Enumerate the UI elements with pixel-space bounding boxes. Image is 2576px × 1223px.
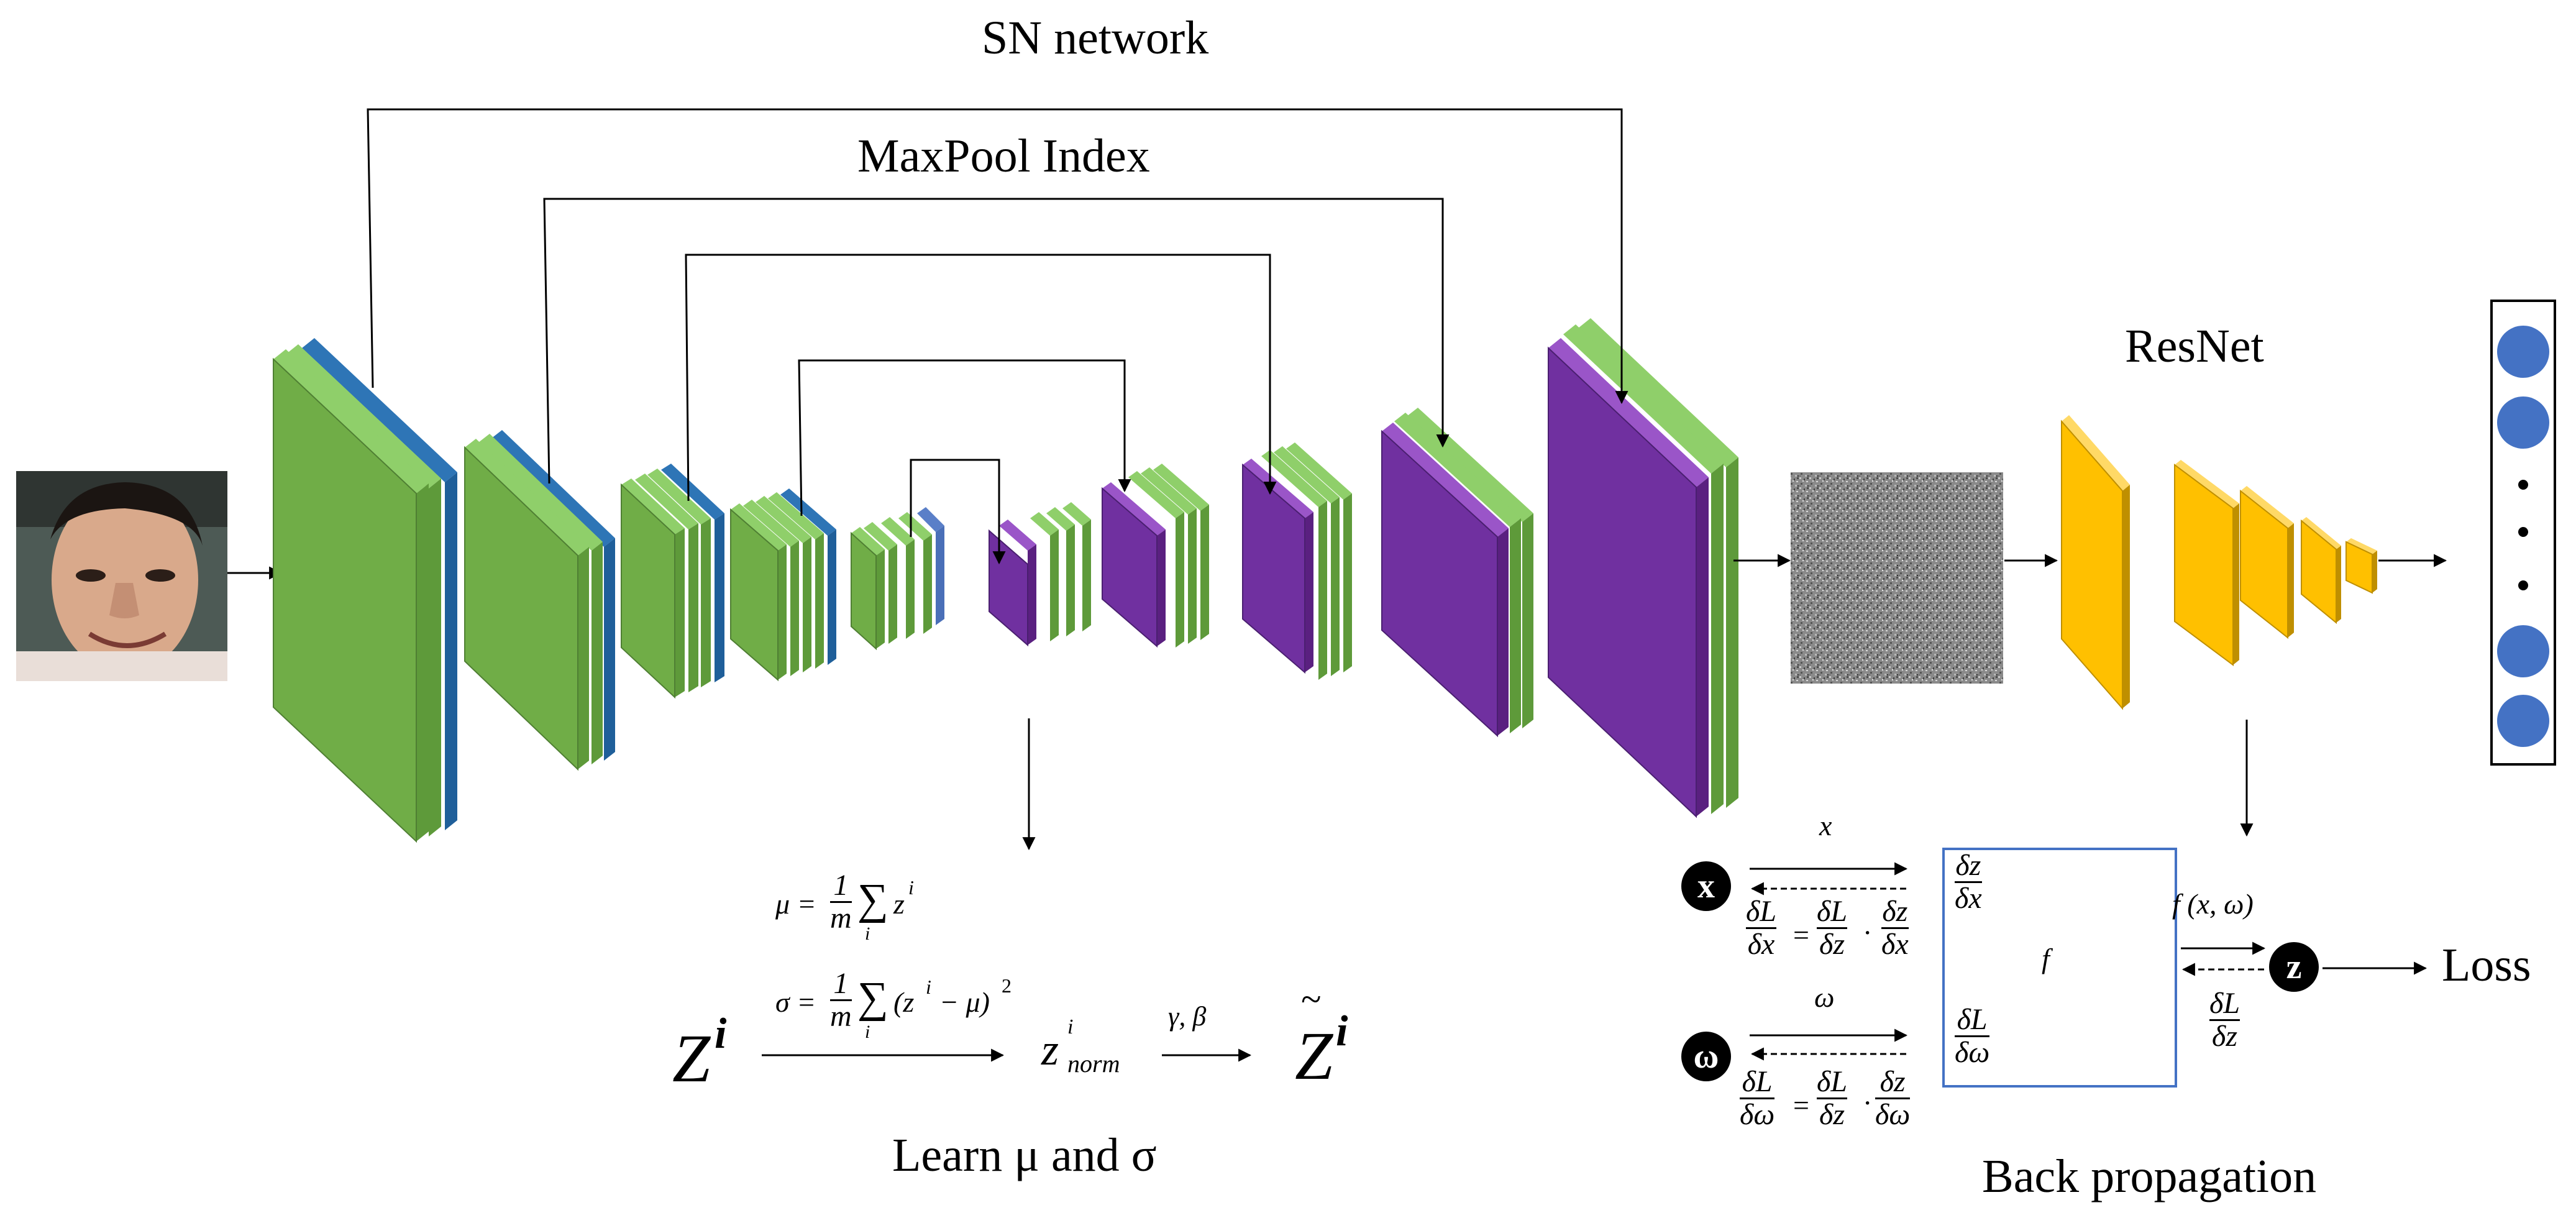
- omega-node: ω: [1681, 1032, 1731, 1081]
- encoder-block-2: [464, 430, 615, 771]
- f-function-box: [1942, 848, 2177, 1088]
- resnet-title: ResNet: [2125, 320, 2264, 372]
- f-label: f: [2042, 943, 2050, 974]
- resnet-blocks: [2061, 415, 2377, 710]
- decoder-block-1: [989, 502, 1091, 647]
- omega-arrow-label: ω: [1814, 981, 1835, 1013]
- loss-label: Loss: [2442, 939, 2531, 991]
- encoder-block-5: [851, 507, 944, 651]
- x-arrow-label: x: [1819, 810, 1832, 841]
- decoder-block-3: [1242, 442, 1352, 680]
- back-propagation-title: Back propagation: [1982, 1150, 2317, 1202]
- decoder-block-5: [1548, 318, 1738, 818]
- x-node: x: [1681, 861, 1731, 911]
- learn-label: Learn μ and σ: [892, 1129, 1157, 1181]
- face-photo: [16, 471, 227, 681]
- gamma-beta-label: γ, β: [1168, 1001, 1207, 1032]
- decoder-block-2: [1102, 464, 1209, 648]
- encoder-block-4: [730, 488, 836, 682]
- maxpool-index-title: MaxPool Index: [857, 130, 1150, 182]
- decoder-block-4: [1381, 408, 1533, 738]
- encoder-block-1: [273, 338, 457, 843]
- noise-image: [1791, 472, 2003, 684]
- output-vector: [2490, 300, 2556, 766]
- encoder-block-3: [621, 464, 724, 699]
- sn-network-title: SN network: [982, 12, 1209, 64]
- z-node: z: [2269, 942, 2319, 992]
- fxw-label: f (x, ω): [2172, 888, 2254, 920]
- skip-connections: [367, 108, 1628, 565]
